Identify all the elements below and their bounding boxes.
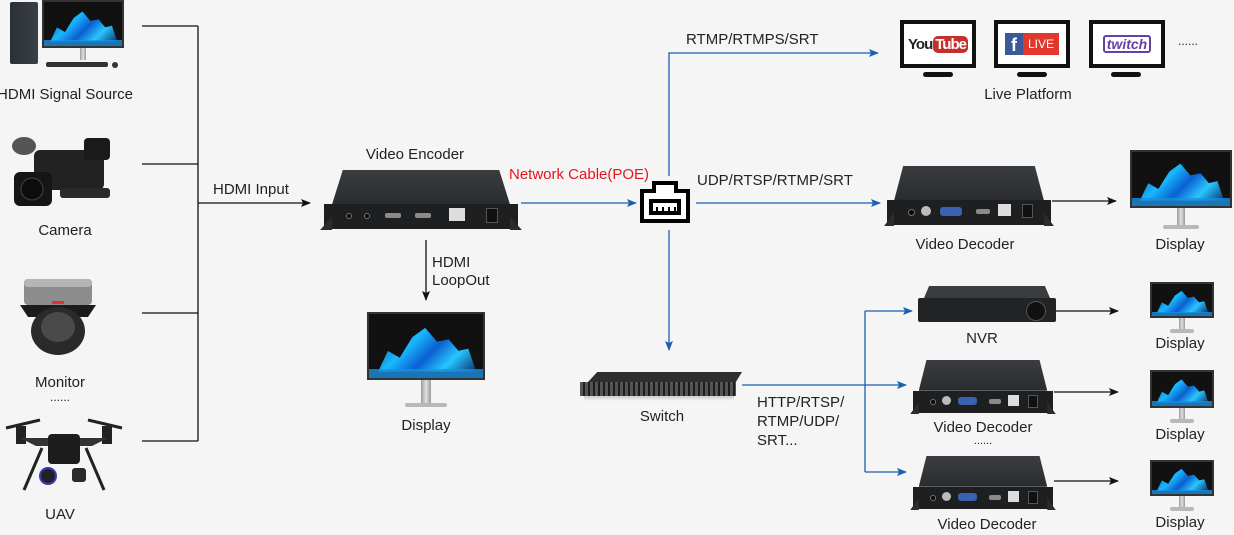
live-platform-label: Live Platform bbox=[984, 86, 1072, 103]
video-decoder-2-label: Video Decoder bbox=[933, 419, 1033, 436]
hdmi-source-bus bbox=[142, 25, 1119, 485]
tv-stand bbox=[1017, 72, 1047, 77]
more-platforms: ...... bbox=[1178, 34, 1199, 48]
hdmi-loopout-label-line2: LoopOut bbox=[432, 272, 490, 289]
uav-label: UAV bbox=[45, 506, 75, 523]
network-lines bbox=[521, 49, 913, 476]
hdmi-signal-source-label: HDMI Signal Source bbox=[0, 86, 133, 103]
camera-label: Camera bbox=[38, 222, 92, 239]
camcorder-icon bbox=[12, 137, 110, 206]
loopout-display-label: Display bbox=[401, 417, 451, 434]
display-icon bbox=[1130, 150, 1232, 230]
tv-stand bbox=[923, 72, 953, 77]
monitor-label: Monitor bbox=[34, 374, 86, 391]
youtube-logo: You Tube bbox=[908, 35, 968, 53]
twitch-tv-icon: twitch bbox=[1089, 20, 1165, 68]
hdmi-loopout-label-line1: HDMI bbox=[432, 254, 471, 271]
twitch-logo: twitch bbox=[1102, 35, 1152, 53]
network-cable-label: Network Cable(POE) bbox=[509, 166, 650, 183]
more-decoders: ...... bbox=[973, 435, 993, 447]
video-decoder-icon bbox=[884, 166, 1054, 228]
switch-protocols-label: HTTP/RTSP/ RTMP/UDP/ SRT... bbox=[757, 393, 844, 450]
video-decoder-top-label: Video Decoder bbox=[915, 236, 1015, 253]
display-icon bbox=[367, 312, 485, 408]
desktop-pc-icon bbox=[10, 2, 38, 64]
nvr-display-label: Display bbox=[1155, 335, 1205, 352]
youtube-logo-you: You bbox=[908, 35, 933, 53]
monitor-more: ...... bbox=[49, 390, 70, 404]
display-icon bbox=[1150, 370, 1214, 424]
network-switch-icon bbox=[580, 372, 742, 402]
ethernet-port-icon bbox=[640, 181, 690, 223]
decoder-3-display-label: Display bbox=[1155, 514, 1205, 531]
port-to-live-platform-arrow bbox=[668, 49, 879, 176]
video-decoder-icon bbox=[910, 360, 1056, 416]
nvr-label: NVR bbox=[966, 330, 998, 347]
hdmi-input-label: HDMI Input bbox=[213, 181, 289, 198]
youtube-logo-tube: Tube bbox=[933, 35, 968, 53]
dome-camera-icon bbox=[20, 279, 96, 355]
tv-stand bbox=[1111, 72, 1141, 77]
facebook-live-logo: f LIVE bbox=[1004, 33, 1059, 55]
switch-protocol-line: HTTP/RTSP/ bbox=[757, 394, 845, 411]
decoder-2-display-label: Display bbox=[1155, 426, 1205, 443]
switch-label: Switch bbox=[639, 408, 685, 425]
switch-protocol-line: RTMP/UDP/ bbox=[757, 413, 840, 430]
display-top-label: Display bbox=[1155, 236, 1205, 253]
facebook-live-tv-icon: f LIVE bbox=[994, 20, 1070, 68]
display-icon bbox=[1150, 282, 1214, 334]
drone-icon bbox=[5, 418, 123, 491]
rtmp-protocol-label: RTMP/RTMPS/SRT bbox=[686, 31, 819, 48]
video-decoder-icon bbox=[910, 456, 1056, 512]
youtube-tv-icon: You Tube bbox=[900, 20, 976, 68]
video-encoder-icon bbox=[320, 170, 522, 232]
facebook-logo-f: f bbox=[1004, 33, 1023, 55]
video-encoder-label: Video Encoder bbox=[365, 146, 465, 163]
display-icon bbox=[1150, 460, 1214, 512]
udp-protocol-label: UDP/RTSP/RTMP/SRT bbox=[697, 172, 853, 189]
facebook-logo-live: LIVE bbox=[1022, 33, 1059, 55]
nvr-icon bbox=[918, 286, 1056, 326]
video-decoder-3-label: Video Decoder bbox=[937, 516, 1037, 533]
switch-protocol-line: SRT... bbox=[757, 432, 798, 449]
source-monitor-icon bbox=[42, 0, 124, 70]
